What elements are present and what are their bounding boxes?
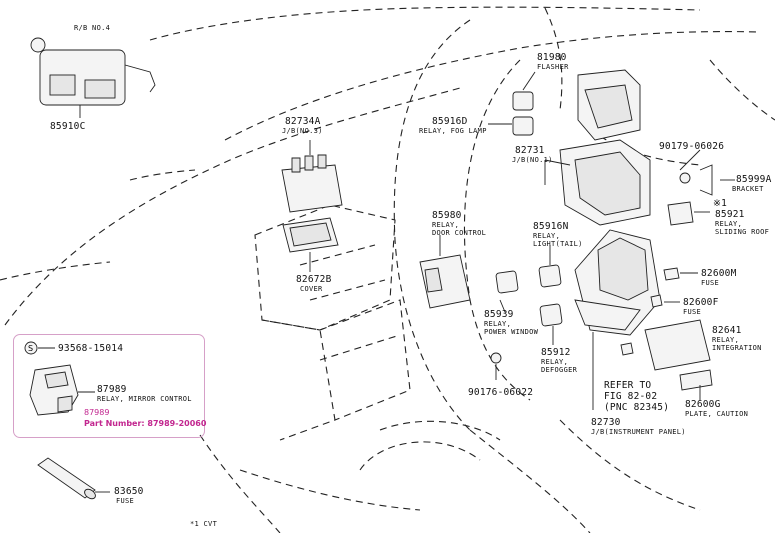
part-85916n-number[interactable]: 85916N xyxy=(533,221,569,232)
part-83650-desc: FUSE xyxy=(116,497,135,505)
part-82731-desc: J/B(NO.1) xyxy=(512,156,553,164)
part-82734a-desc: J/B(NO.3) xyxy=(282,127,323,135)
part-85980-desc1: RELAY, xyxy=(432,221,460,229)
refer-line3: (PNC 82345) xyxy=(604,402,670,413)
part-85910c-drawing xyxy=(30,37,156,118)
part-83650-number[interactable]: 83650 xyxy=(114,486,144,497)
part-90179-number[interactable]: 90179-06026 xyxy=(659,141,725,152)
part-82641-desc2: INTEGRATION xyxy=(712,344,762,352)
part-82641-desc1: RELAY, xyxy=(712,336,740,344)
part-82731-drawing xyxy=(544,69,651,226)
part-85921-desc2: SLIDING ROOF xyxy=(715,228,770,236)
rb-no4-label: R/B NO.4 xyxy=(74,24,111,32)
part-85939-desc2: POWER WINDOW xyxy=(484,328,539,336)
footnote: *1 CVT xyxy=(190,520,218,528)
part-85910c-number[interactable]: 85910C xyxy=(50,121,86,132)
dashboard-outline xyxy=(0,6,775,533)
part-85980-number[interactable]: 85980 xyxy=(432,210,462,221)
highlight-part-number-link[interactable]: Part Number: 87989-20060 xyxy=(84,419,207,428)
part-82730-drawing xyxy=(574,229,661,410)
part-relays-center-drawing xyxy=(495,245,563,345)
part-82600m-number[interactable]: 82600M xyxy=(701,268,737,279)
part-82731-number[interactable]: 82731 xyxy=(515,145,545,156)
part-90176-drawing xyxy=(490,352,502,380)
part-82600f-desc: FUSE xyxy=(683,308,702,316)
part-85999a-number[interactable]: 85999A xyxy=(736,174,772,185)
part-82730-number[interactable]: 82730 xyxy=(591,417,621,428)
part-85921-number[interactable]: 85921 xyxy=(715,209,745,220)
highlight-part-no: 87989 xyxy=(84,408,110,417)
highlight-box-87989 xyxy=(13,334,205,438)
part-85916n-desc1: RELAY, xyxy=(533,232,561,240)
part-82600g-number[interactable]: 82600G xyxy=(685,399,721,410)
part-85939-desc1: RELAY, xyxy=(484,320,512,328)
part-82600f-number[interactable]: 82600F xyxy=(683,297,719,308)
part-85912-desc1: RELAY, xyxy=(541,358,569,366)
part-81980-desc: FLASHER xyxy=(537,63,569,71)
part-right-small-drawing xyxy=(620,149,735,400)
part-87989-drawing: S xyxy=(24,341,95,416)
part-85939-number[interactable]: 85939 xyxy=(484,309,514,320)
part-82600g-desc: PLATE, CAUTION xyxy=(685,410,749,418)
refer-line2[interactable]: FIG 82-02 xyxy=(604,391,658,402)
part-90176-number[interactable]: 90176-06022 xyxy=(468,387,534,398)
part-82600m-desc: FUSE xyxy=(701,279,720,287)
part-85980-desc2: DOOR CONTROL xyxy=(432,229,487,237)
part-85916d-number[interactable]: 85916D xyxy=(432,116,468,127)
part-93568-number[interactable]: 93568-15014 xyxy=(58,343,124,354)
part-83650-drawing xyxy=(37,457,110,500)
part-85912-number[interactable]: 85912 xyxy=(541,347,571,358)
part-81980-number[interactable]: 81980 xyxy=(537,52,567,63)
part-82734a-number[interactable]: 82734A xyxy=(285,116,321,127)
part-85912-desc2: DEFOGGER xyxy=(541,366,578,374)
part-85999a-desc: BRACKET xyxy=(732,185,764,193)
part-82641-number[interactable]: 82641 xyxy=(712,325,742,336)
refer-line1: REFER TO xyxy=(604,380,652,391)
part-82672b-number[interactable]: 82672B xyxy=(296,274,332,285)
part-85916n-desc2: LIGHT(TAIL) xyxy=(533,240,583,248)
part-85980-drawing xyxy=(419,235,471,309)
part-flasher-relays-drawing xyxy=(488,71,536,136)
part-87989-desc: RELAY, MIRROR CONTROL xyxy=(97,395,192,403)
part-82730-desc: J/B(INSTRUMENT PANEL) xyxy=(591,428,686,436)
svg-text:S: S xyxy=(28,344,33,353)
part-82672b-drawing xyxy=(282,217,339,272)
part-82734a-drawing xyxy=(281,140,343,213)
part-85916d-desc: RELAY, FOG LAMP xyxy=(419,127,487,135)
part-85921-desc1: RELAY, xyxy=(715,220,743,228)
part-82672b-desc: COVER xyxy=(300,285,323,293)
part-85921-mark: ※1 xyxy=(713,198,728,209)
part-87989-number[interactable]: 87989 xyxy=(97,384,127,395)
